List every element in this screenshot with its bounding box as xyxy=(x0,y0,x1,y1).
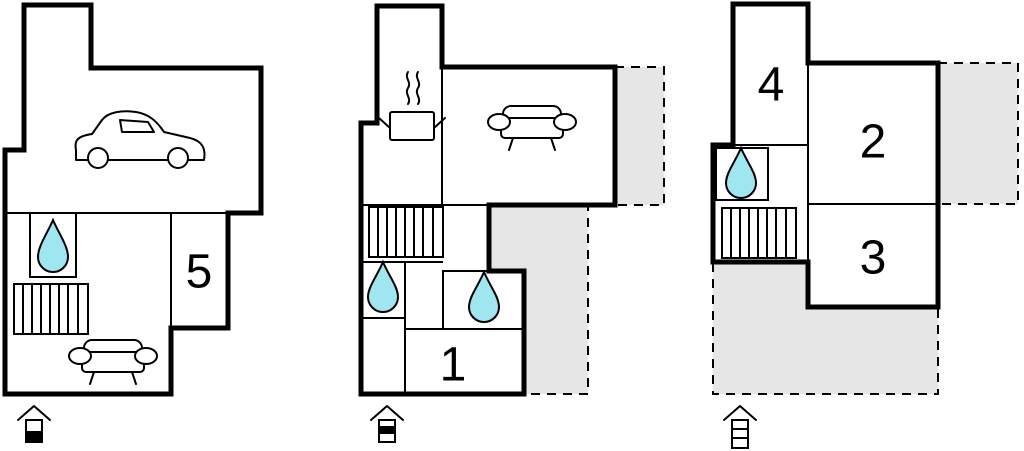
terrace xyxy=(937,62,1019,205)
level-first-icon xyxy=(370,405,404,443)
level-second-icon xyxy=(723,405,757,449)
terrace xyxy=(614,66,665,206)
sofa-icon xyxy=(487,105,577,151)
terrace xyxy=(712,261,939,395)
bathroom-frame xyxy=(29,212,77,278)
floor-plan-first: 1 xyxy=(358,3,665,443)
bathroom-drop-icon xyxy=(36,217,70,273)
room-number: 4 xyxy=(758,59,785,112)
bathroom-drop-icon xyxy=(467,269,501,323)
outer-walls xyxy=(2,2,264,397)
kitchen-pot-icon xyxy=(378,71,446,141)
stairs-icon xyxy=(13,283,89,335)
room-number: 1 xyxy=(440,339,467,392)
car-icon xyxy=(74,110,206,169)
bathroom-drop-icon xyxy=(366,259,400,313)
stairs-icon xyxy=(368,206,444,258)
level-ground-icon xyxy=(17,405,51,443)
terrace xyxy=(488,204,589,395)
floor-plan-ground: 5 xyxy=(2,2,264,443)
room-number: 3 xyxy=(860,232,887,285)
floor-plan-second: 4 2 3 xyxy=(710,1,1019,449)
room-number: 2 xyxy=(860,116,887,169)
sofa-icon xyxy=(68,339,158,385)
stairs-icon xyxy=(721,207,797,259)
bathroom-drop-icon xyxy=(724,145,758,199)
outer-walls xyxy=(710,1,941,310)
room-number: 5 xyxy=(186,246,213,299)
